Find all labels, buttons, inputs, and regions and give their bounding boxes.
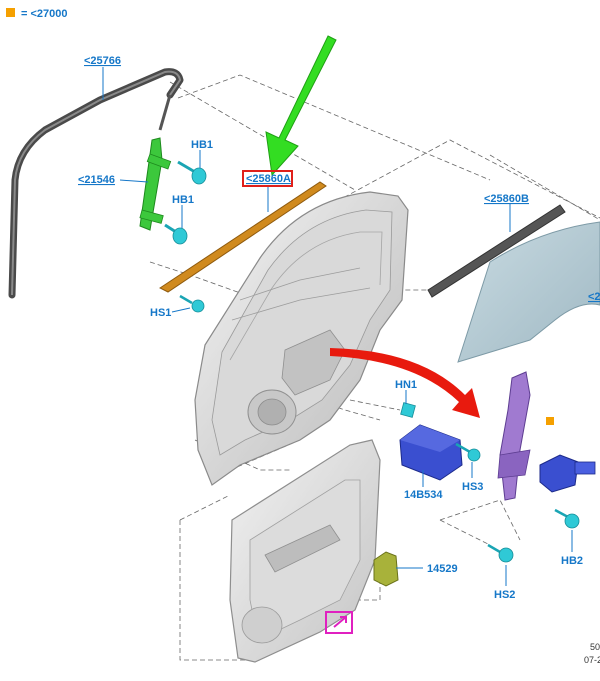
bolt-hb1-bottom[interactable] (164, 223, 188, 245)
window-switch[interactable] (373, 551, 399, 587)
screw-hs3[interactable] (455, 442, 481, 462)
part-label-25860a[interactable]: <25860A (246, 173, 291, 185)
legend-text: = <27000 (21, 8, 68, 20)
part-label-glass[interactable]: <2 (588, 291, 600, 303)
part-label-hb1-bottom[interactable]: HB1 (172, 194, 194, 206)
nut-hn1[interactable] (400, 402, 416, 418)
part-label-14b534[interactable]: 14B534 (404, 489, 443, 501)
door-shell[interactable] (194, 191, 409, 486)
screw-hs2[interactable] (487, 543, 514, 563)
part-label-hs1[interactable]: HS1 (150, 307, 171, 319)
orange-square-icon (6, 8, 15, 17)
part-label-hb1-top[interactable]: HB1 (191, 139, 213, 151)
screw-hs1[interactable] (179, 294, 205, 313)
part-label-hb2[interactable]: HB2 (561, 555, 583, 567)
highlight-box (242, 170, 293, 187)
red-arrow-icon (330, 348, 480, 418)
part-label-14529[interactable]: 14529 (427, 563, 458, 575)
part-label-hs2[interactable]: HS2 (494, 589, 515, 601)
part-label-25766[interactable]: <25766 (84, 55, 121, 67)
link-arrow-icon[interactable] (325, 611, 353, 634)
bolt-hb1-top[interactable] (177, 160, 207, 185)
window-regulator[interactable] (497, 371, 531, 501)
outer-belt-seal[interactable] (427, 204, 566, 298)
door-glass[interactable] (457, 221, 600, 363)
bolt-hb2[interactable] (554, 508, 580, 529)
footer-code: 50 (590, 642, 600, 652)
part-label-hs3[interactable]: HS3 (462, 481, 483, 493)
green-arrow-icon (265, 35, 337, 177)
part-label-25860b[interactable]: <25860B (484, 193, 529, 205)
window-motor-module[interactable] (399, 424, 463, 481)
part-label-hn1[interactable]: HN1 (395, 379, 417, 391)
orange-square-icon (546, 417, 554, 425)
leader-lines (102, 67, 573, 586)
footer-date: 07-2 (584, 655, 600, 665)
inner-belt-seal[interactable] (159, 181, 327, 293)
part-label-21546[interactable]: <21546 (78, 174, 115, 186)
door-trim-panel[interactable] (229, 439, 381, 663)
regulator-motor[interactable] (539, 454, 596, 493)
